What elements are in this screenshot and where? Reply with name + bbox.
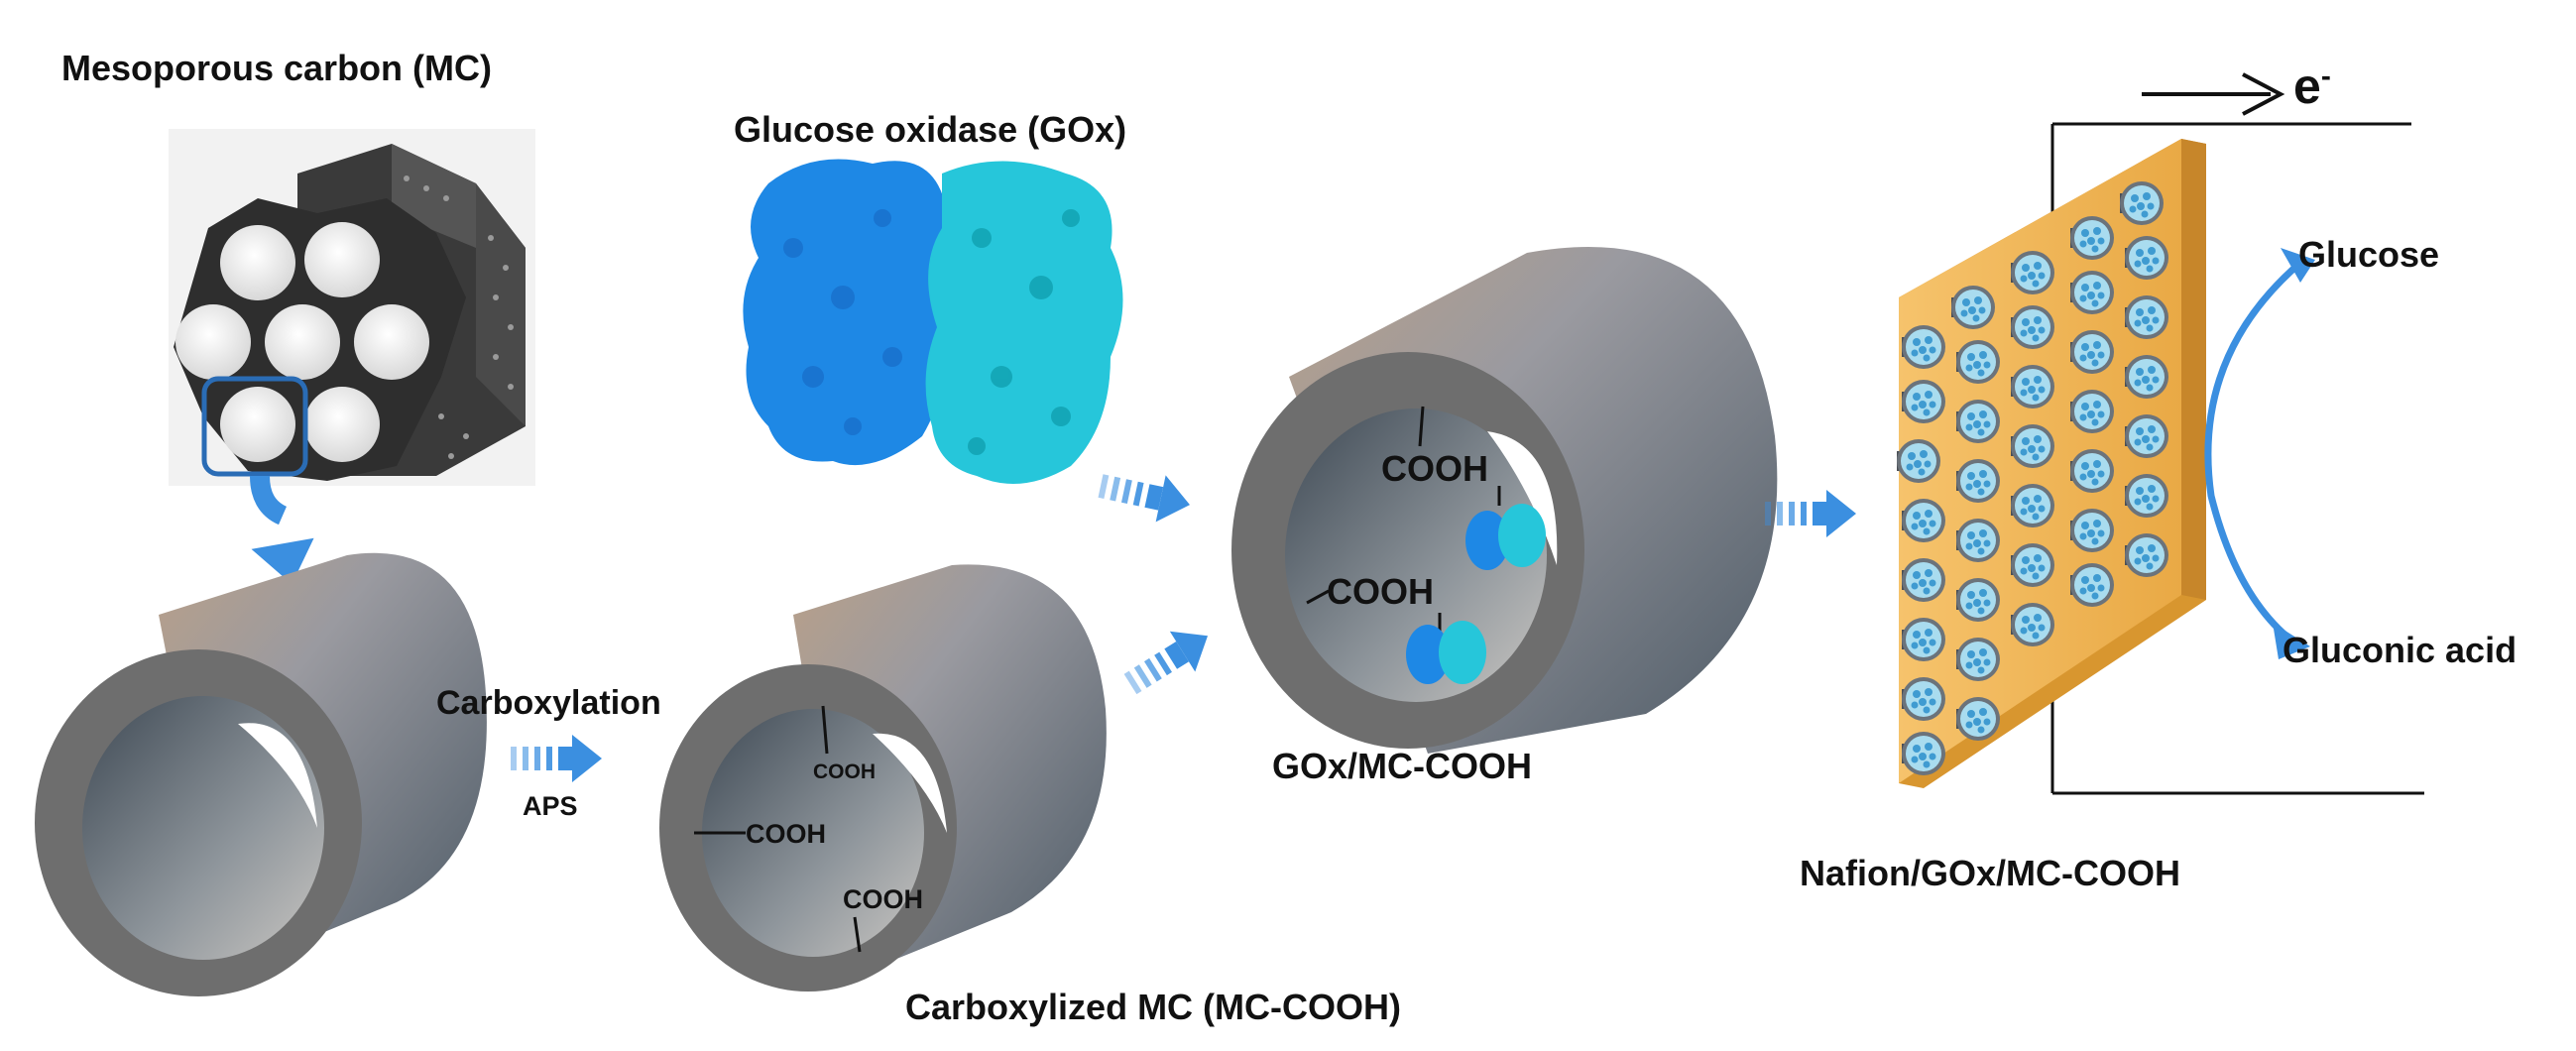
aps-label: APS [523, 791, 578, 821]
highlight-box [201, 376, 308, 477]
electron-label: e- [2293, 58, 2331, 114]
cooh-label-left: COOH [746, 819, 826, 849]
arrow-gox-to-tube [1096, 462, 1195, 528]
gox-title: Glucose oxidase (GOx) [734, 109, 1127, 150]
cooh-label-tube3-top: COOH [1381, 448, 1488, 489]
curved-arrow [250, 475, 288, 526]
carboxylation-label: Carboxylation [436, 684, 661, 722]
glucose-label: Glucose [2298, 234, 2440, 275]
gox-protein [743, 159, 1123, 484]
tube-mc-cooh [659, 564, 1107, 992]
cooh-label-bottom: COOH [843, 884, 923, 914]
arrow-to-electrode [1765, 490, 1856, 537]
curved-arrow-head [251, 537, 314, 585]
mc-title: Mesoporous carbon (MC) [61, 48, 493, 88]
gox-inside-lower [1406, 621, 1486, 684]
nafion-label: Nafion/GOx/MC-COOH [1800, 853, 2180, 893]
gluconic-acid-label: Gluconic acid [2283, 630, 2517, 670]
mesoporous-carbon-image [169, 129, 535, 486]
tube-mc [35, 552, 487, 996]
arrow-to-gox-mc [1117, 615, 1221, 705]
gox-inside-upper [1465, 504, 1546, 570]
carboxylation-arrow [511, 735, 602, 782]
tube-gox-mc-cooh [1231, 246, 1778, 754]
electrode [1897, 72, 2424, 795]
carboxylized-label: Carboxylized MC (MC-COOH) [905, 987, 1402, 1027]
glucose-conversion-arrow [2204, 260, 2303, 642]
cooh-label-top: COOH [813, 760, 876, 783]
cooh-label-tube3-left: COOH [1327, 571, 1434, 612]
gox-mc-label: GOx/MC-COOH [1272, 746, 1533, 786]
